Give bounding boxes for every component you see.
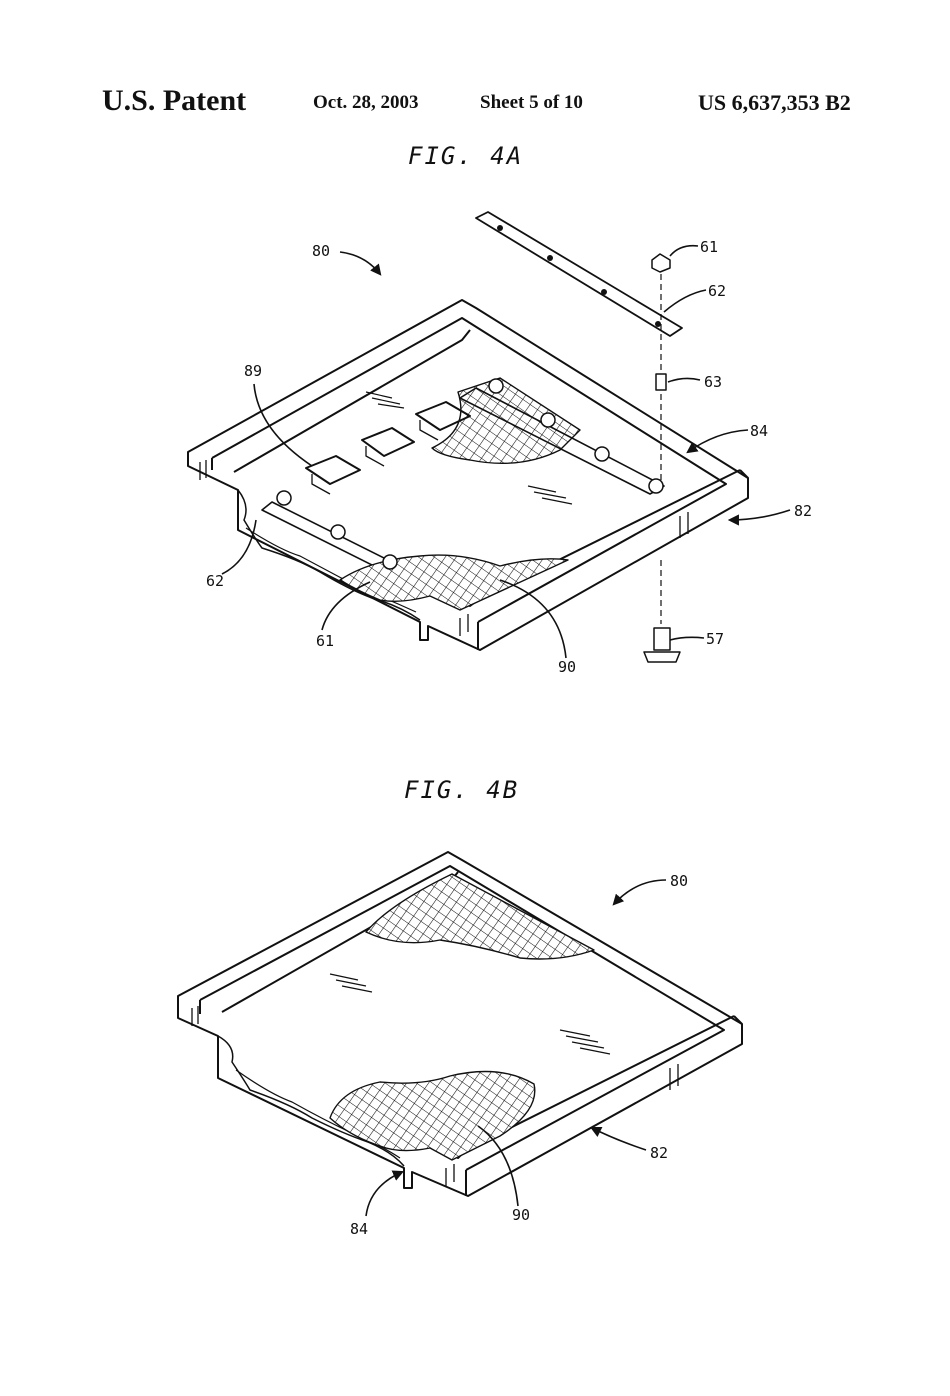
header-sheet: Sheet 5 of 10 <box>480 92 583 113</box>
fig-4a-drawing <box>187 211 749 663</box>
fig-4a-label-89: 89 <box>244 362 262 380</box>
page-header: U.S. Patent Oct. 28, 2003 Sheet 5 of 10 … <box>0 82 950 122</box>
fig-4a-frame-outer <box>187 299 749 651</box>
header-date: Oct. 28, 2003 <box>313 92 419 113</box>
fig-4b-mesh-top <box>365 873 595 960</box>
fig-4b-frame-outer <box>177 851 743 1197</box>
fig-4a-label-61-top: 61 <box>700 238 718 256</box>
fig-4a-label-63: 63 <box>704 373 722 391</box>
header-title: U.S. Patent <box>102 84 247 117</box>
fig-4a-label-57: 57 <box>706 630 724 648</box>
fig-4b-label-84: 84 <box>350 1220 368 1238</box>
fig-4a-label-62-left: 62 <box>206 572 224 590</box>
fig-4a-title: FIG. 4A <box>408 142 524 170</box>
header-patent-number: US 6,637,353 B2 <box>698 90 851 115</box>
fig-4b-drawing <box>177 851 743 1197</box>
fig-4a-label-61-bottom: 61 <box>316 632 334 650</box>
fig-4a-frame-inner <box>211 317 727 623</box>
fig-4b-mesh-bottom <box>329 1070 536 1161</box>
fig-4a-label-80: 80 <box>312 242 330 260</box>
fig-4b-title: FIG. 4B <box>404 776 520 804</box>
fig-4a-label-62-top: 62 <box>708 282 726 300</box>
fig-4a-mesh-bottom <box>339 554 569 611</box>
fig-4a-label-90: 90 <box>558 658 576 676</box>
fig-4b-label-90: 90 <box>512 1206 530 1224</box>
fig-4b-label-82: 82 <box>650 1144 668 1162</box>
fig-4a-strip <box>475 211 683 337</box>
fig-4a-label-84: 84 <box>750 422 768 440</box>
fig-4b-label-80: 80 <box>670 872 688 890</box>
fig-4a-label-82: 82 <box>794 502 812 520</box>
